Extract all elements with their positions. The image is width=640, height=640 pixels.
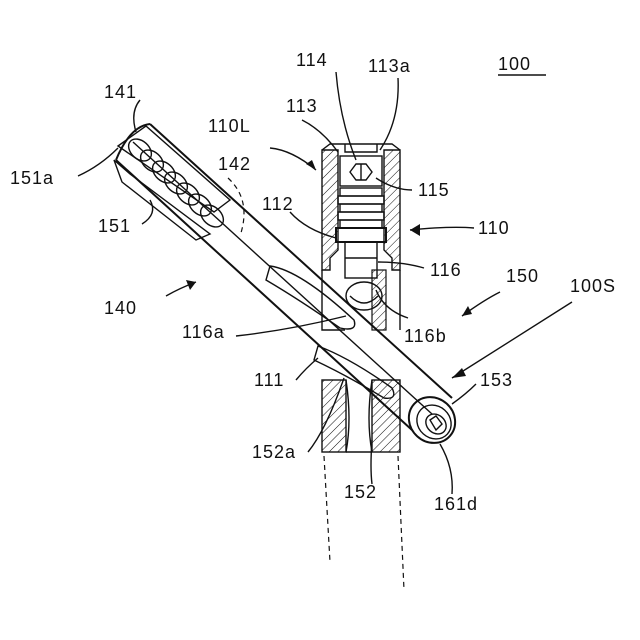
label-111: 111 [254,370,284,390]
label-113: 113 [286,96,318,116]
label-151a: 151a [10,168,54,188]
collar-112 [336,228,386,242]
housing-left-wall [322,150,338,270]
label-116b: 116b [404,326,447,346]
label-152: 152 [344,482,377,502]
label-150: 150 [506,266,539,286]
label-110L: 110L [208,116,251,136]
label-115: 115 [418,180,450,200]
housing-right-wall [384,150,400,270]
label-110: 110 [478,218,510,238]
label-113a: 113a [368,56,411,76]
label-116: 116 [430,260,462,280]
label-100S: 100S [570,276,616,296]
dashed-left [324,456,330,562]
top-notch-113a [345,144,377,152]
label-153: 153 [480,370,513,390]
socket-161d [422,410,450,438]
label-100: 100 [498,54,531,74]
label-116a: 116a [182,322,225,342]
label-114: 114 [296,50,328,70]
rod-top-edge [150,124,452,398]
label-142: 142 [218,154,251,174]
post-left-hatch [322,380,346,452]
label-161d: 161d [434,494,478,514]
label-152a: 152a [252,442,296,462]
label-140: 140 [104,298,137,318]
dashed-right [398,456,404,590]
threads-115 [338,188,384,228]
end-cap-153 [399,388,464,453]
label-141: 141 [104,82,137,102]
label-151: 151 [98,216,131,236]
label-112: 112 [262,194,294,214]
